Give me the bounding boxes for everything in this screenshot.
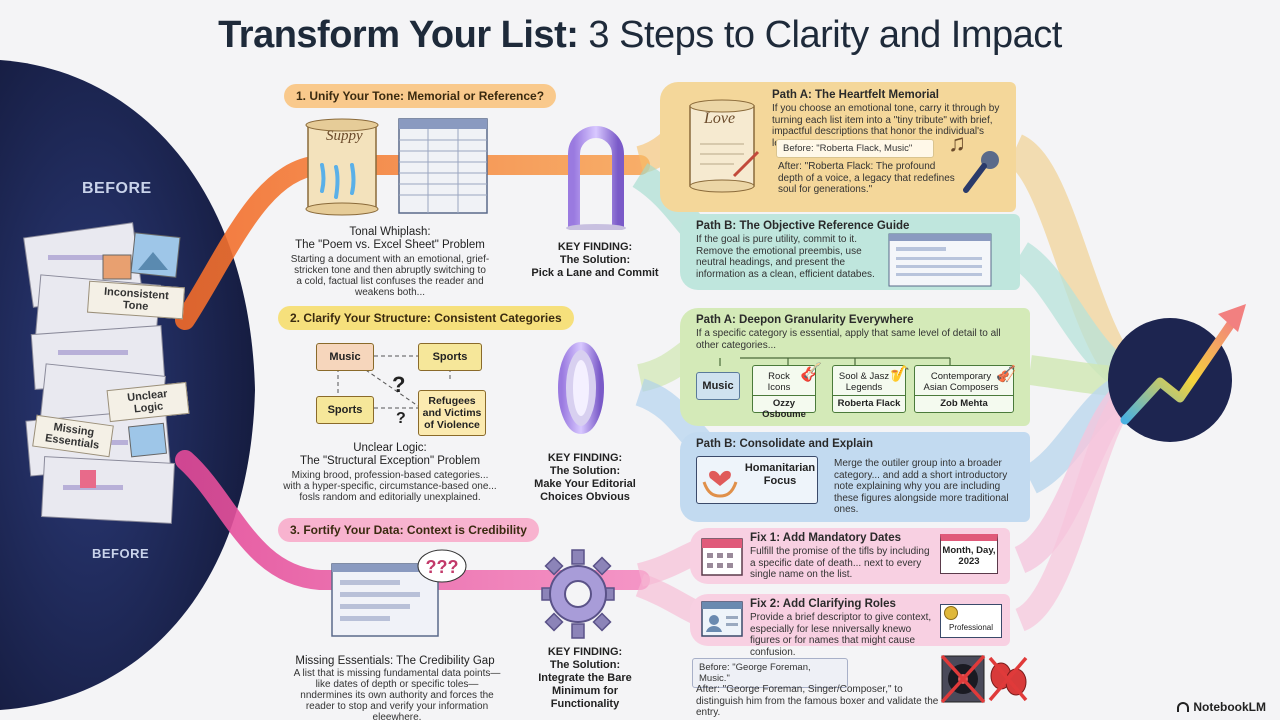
panel-b2-body: Merge the outiler group into a broader c… xyxy=(834,458,1009,515)
before-label-top: BEFORE xyxy=(82,180,152,197)
group-rock-name: Ozzy Osboume xyxy=(753,395,815,420)
date-text: Month, Day, 2023 xyxy=(942,545,996,567)
step2-kf-text: Make Your Editorial Choices Obvious xyxy=(534,478,636,503)
question-mark-icon: ? xyxy=(396,410,406,427)
date-calendar-card xyxy=(940,534,998,574)
step3-kf-label: KEY FINDING: xyxy=(547,646,623,658)
step1-problem-line2: The "Poem vs. Excel Sheet" Problem xyxy=(295,239,485,251)
award-ribbon-icon xyxy=(944,606,958,620)
professional-badge-label: Professional xyxy=(948,623,994,632)
title-rest: 3 Steps to Clarity and Impact xyxy=(578,14,1062,56)
step3-kf-solution: The Solution: xyxy=(549,659,621,671)
microphone-icon xyxy=(963,151,999,193)
hierarchy-group-soul-jazz: Sool & Jasz Legends Roberta Flack xyxy=(832,365,906,413)
portal-arch-icon xyxy=(566,126,626,230)
spreadsheet-icon xyxy=(398,118,488,214)
group-soul-label: Sool & Jasz Legends xyxy=(838,371,890,393)
page-title: Transform Your List: 3 Steps to Clarity … xyxy=(0,14,1280,57)
group-rock-label: Rock Icons xyxy=(767,371,791,393)
panel-a1-after: After: "Roberta Flack: The profound dept… xyxy=(778,161,955,195)
step3-chip: 3. Fortify Your Data: Context is Credibi… xyxy=(278,518,539,542)
panel-a1-before: Before: "Roberta Flack, Music" xyxy=(776,139,934,158)
brand-watermark: NotebookLM xyxy=(1177,700,1266,714)
panel-b1-body: If the goal is pure utility, commit to i… xyxy=(696,234,875,280)
gear-icon xyxy=(541,549,615,639)
before-label-bottom: BEFORE xyxy=(92,546,150,561)
panel-a1-title: Path A: The Heartfelt Memorial xyxy=(772,89,939,101)
step1-problem-line1: Tonal Whiplash: xyxy=(349,226,431,238)
step2-key-finding: KEY FINDING: The Solution: Make Your Edi… xyxy=(510,452,660,504)
step1-chip: 1. Unify Your Tone: Memorial or Referenc… xyxy=(284,84,557,108)
saxophone-icon: 🎷 xyxy=(890,366,910,383)
panel-a2-body: If a specific category is essential, app… xyxy=(696,328,1001,351)
step3-kf-text: Integrate the Bare Minimum for Functiona… xyxy=(538,672,632,710)
webpage-question-icon: ??? xyxy=(331,549,467,637)
step3-key-finding: KEY FINDING: The Solution: Integrate the… xyxy=(510,646,660,711)
panel-fix1-title: Fix 1: Add Mandatory Dates xyxy=(750,532,902,544)
example-before: Before: "George Foreman, Music." xyxy=(692,658,848,688)
title-strong: Transform Your List: xyxy=(218,14,579,56)
panel-fix2-title: Fix 2: Add Clarifying Roles xyxy=(750,598,896,610)
id-card-icon xyxy=(701,601,743,637)
panel-fix2-body: Provide a brief descriptor to give conte… xyxy=(750,612,932,658)
step2-kf-solution: The Solution: xyxy=(549,465,621,477)
hierarchy-connectors xyxy=(719,357,951,366)
hierarchy-group-asian-composers: Contemporary Asian Composers Zob Mehta xyxy=(914,365,1014,413)
step1-kf-solution: The Solution: xyxy=(559,254,631,266)
guitar-icon: 🎸 xyxy=(800,362,823,382)
paper-stack-illustration xyxy=(23,222,181,524)
tear-scroll-icon xyxy=(305,118,379,216)
love-scroll-word: Love xyxy=(704,110,736,127)
hierarchy-root-music: Music xyxy=(696,372,740,400)
panel-a2-title: Path A: Deepon Granularity Everywhere xyxy=(696,314,914,326)
category-music: Music xyxy=(316,343,374,371)
step2-chip: 2. Clarify Your Structure: Consistent Ca… xyxy=(278,306,574,330)
panel-b2-title: Path B: Consolidate and Explain xyxy=(696,438,873,450)
step1-kf-text: Pick a Lane and Commit xyxy=(531,267,659,279)
svg-text:???: ??? xyxy=(426,557,459,577)
group-soul-name: Roberta Flack xyxy=(833,395,905,409)
step2-problem-line1: Unclear Logic: xyxy=(353,442,427,454)
step3-description: A list that is missing fundamental data … xyxy=(293,668,501,720)
example-after: After: "George Foreman, Singer/Composer,… xyxy=(696,684,939,718)
group-asian-name: Zob Mehta xyxy=(915,395,1013,409)
step1-kf-label: KEY FINDING: xyxy=(557,241,633,253)
violin-icon: 🎻 xyxy=(996,366,1016,383)
category-refugees: Refugees and Victims of Violence xyxy=(418,390,486,436)
category-sports-bottom: Sports xyxy=(316,396,374,424)
step2-description: Mixing brood, profession-based categorie… xyxy=(283,470,497,503)
step1-description: Starting a document with an emotional, g… xyxy=(290,254,490,298)
category-sports-top: Sports xyxy=(418,343,482,371)
scroll-word: Suppy xyxy=(326,128,363,144)
notebooklm-logo-icon xyxy=(1177,702,1190,712)
brand-name: NotebookLM xyxy=(1193,700,1266,714)
humanitarian-focus-label: Homanitarian Focus xyxy=(744,462,816,487)
step2-problem-line2: The "Structural Exception" Problem xyxy=(299,455,481,467)
calendar-icon xyxy=(701,538,743,576)
panel-b1-title: Path B: The Objective Reference Guide xyxy=(696,220,910,232)
boxing-gloves-crossed-icon xyxy=(988,656,1028,702)
step2-kf-label: KEY FINDING: xyxy=(547,452,623,464)
question-mark-icon: ? xyxy=(392,372,406,397)
heart-hands-icon xyxy=(702,470,738,498)
group-asian-label: Contemporary Asian Composers xyxy=(923,371,999,393)
step3-problem-line1: Missing Essentials: The Credibility Gap xyxy=(295,655,495,667)
hierarchy-group-rock: Rock Icons Ozzy Osboume xyxy=(752,365,816,420)
database-window-icon xyxy=(888,233,992,287)
step1-key-finding: KEY FINDING: The Solution: Pick a Lane a… xyxy=(520,241,670,280)
love-scroll-icon xyxy=(689,99,760,193)
vinyl-record-crossed-icon xyxy=(940,654,986,704)
tag-inconsistent-tone: Inconsistent Tone xyxy=(87,280,185,320)
panel-fix1-body: Fulfill the promise of the tifls by incl… xyxy=(750,546,930,580)
music-note-icon: ♫ xyxy=(948,130,966,157)
lens-ring-icon xyxy=(558,342,604,434)
